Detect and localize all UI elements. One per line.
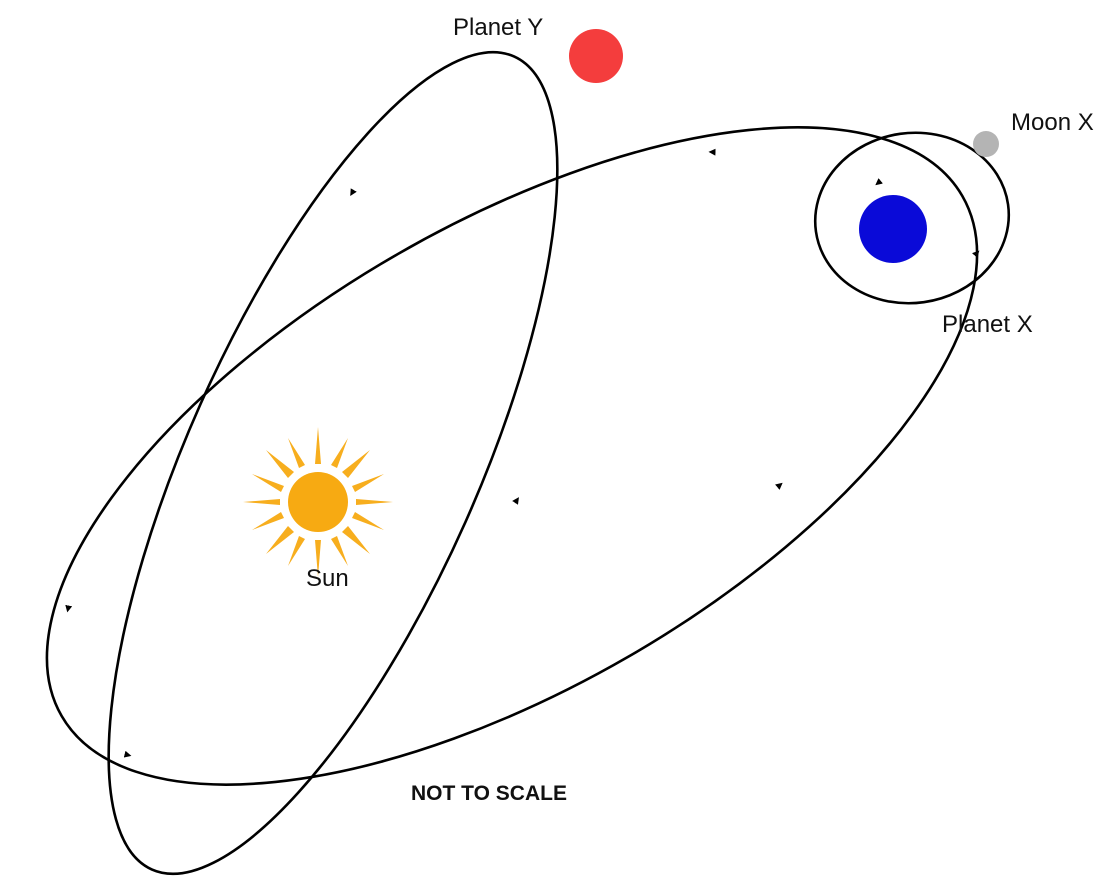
arrow-planet-y-upper — [350, 188, 357, 197]
arrow-moon-x-right — [972, 250, 980, 258]
arrow-planet-x-right — [775, 482, 783, 490]
planet-y-orbit — [107, 50, 559, 876]
sun-disk — [288, 472, 348, 532]
planet-x-orbit — [45, 126, 979, 786]
sun-label: Sun — [306, 565, 349, 592]
arrow-planet-x-top — [708, 148, 716, 156]
planet-y-label: Planet Y — [453, 14, 543, 41]
planet-y — [569, 29, 623, 83]
planet-x-label: Planet X — [942, 311, 1033, 338]
arrow-planet-x-bottom — [123, 750, 132, 758]
arrow-planet-y-inner — [512, 497, 519, 505]
moon-x-label: Moon X — [1011, 109, 1094, 136]
moon-x — [973, 131, 999, 157]
not-to-scale-note: NOT TO SCALE — [411, 782, 567, 805]
arrow-moon-x-top — [875, 178, 883, 186]
moon-x-orbit — [813, 131, 1011, 305]
planet-x — [859, 195, 927, 263]
orbit-direction-arrows — [65, 148, 980, 758]
arrow-planet-y-left — [65, 604, 73, 613]
sun-icon — [243, 427, 393, 577]
